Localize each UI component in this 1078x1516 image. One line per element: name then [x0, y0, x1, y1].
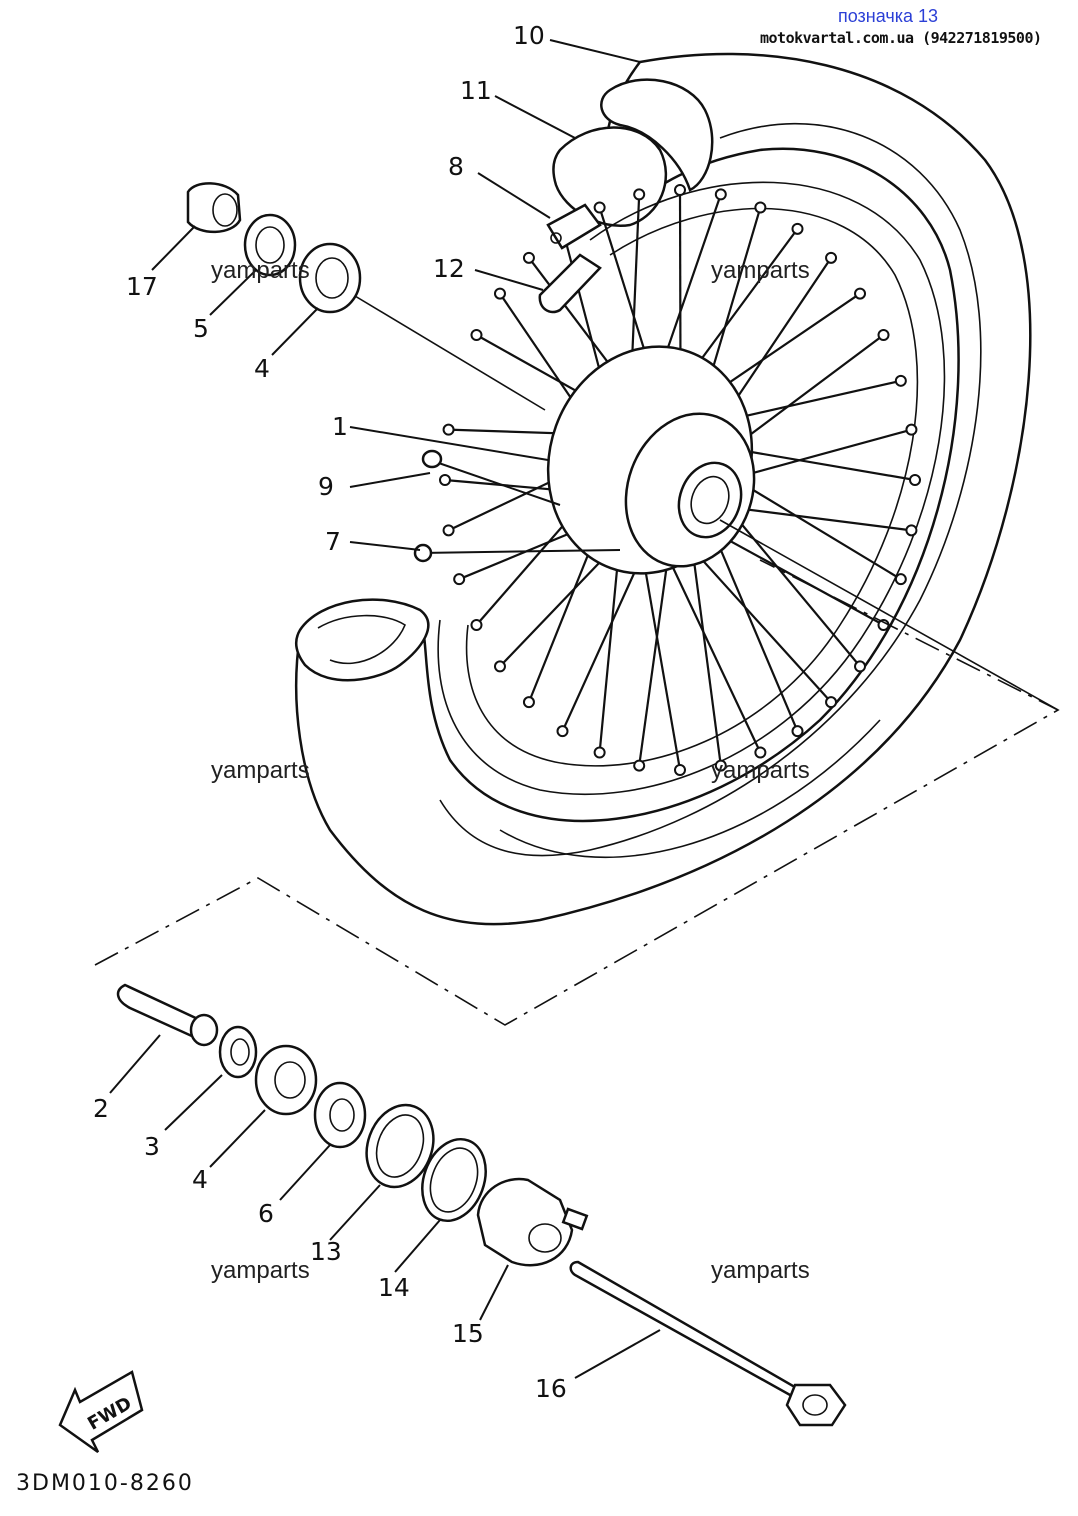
part-8-seal-ring [421, 1137, 487, 1223]
axle-centerline [719, 519, 1059, 711]
spoke-nipple [894, 374, 907, 387]
bearing-centerline [344, 289, 546, 411]
page-title: позначка 13 [838, 6, 939, 26]
spoke-nipple [714, 188, 727, 201]
spoke-nipple [754, 201, 767, 214]
callout-4-lower: 4 [192, 1165, 208, 1194]
callout-14: 12 [433, 254, 465, 283]
watermark: yamparts [211, 757, 310, 784]
spoke-nipple [493, 287, 506, 300]
callout-7: 13 [310, 1237, 342, 1266]
spoke-nipple [593, 201, 606, 214]
callout-9: 7 [325, 527, 341, 556]
part-15-meter-gear [476, 1177, 589, 1267]
spoke [638, 535, 682, 771]
diagram-code: 3DM010-8260 [16, 1471, 194, 1496]
spoke-nipple [493, 660, 506, 673]
spoke-nipple [442, 423, 455, 436]
spoke-nipple [470, 619, 483, 631]
spoke-nipple [854, 660, 867, 673]
callout-11: 9 [318, 472, 334, 501]
spoke-nipple [439, 474, 451, 486]
part-14-valve [538, 253, 602, 314]
callout-17: 17 [126, 272, 158, 301]
part-6-retainer [313, 1081, 367, 1149]
spoke-nipple [633, 188, 646, 201]
callout-16: 16 [535, 1374, 567, 1403]
part-17-collar [186, 182, 242, 234]
assembly-boundary [94, 559, 1060, 1026]
watermark: yamparts [711, 757, 810, 784]
spoke-nipple [674, 184, 686, 196]
spoke-nipple [522, 251, 535, 264]
callout-12: 10 [513, 21, 545, 50]
callout-4-upper: 4 [254, 354, 270, 383]
spoke-nipple [633, 759, 646, 772]
spoke-nipple [674, 764, 686, 776]
spoke [679, 535, 832, 703]
part-7-oil-seal [365, 1103, 435, 1189]
callout-numbers: 10 11 8 12 1 9 7 17 5 4 2 3 4 6 13 14 15… [93, 21, 567, 1403]
spoke [688, 530, 722, 766]
spoke-nipple [905, 423, 918, 436]
part-5-oil-seal [243, 213, 297, 277]
site-caption: motokvartal.com.ua (942271819500) [760, 29, 1042, 47]
spoke-nipple [442, 524, 455, 537]
spoke-nipple [556, 725, 569, 738]
callout-3: 3 [144, 1132, 160, 1161]
part-4-bearing-upper [298, 242, 362, 314]
spoke-nipple [909, 474, 921, 486]
callout-8: 14 [378, 1273, 410, 1302]
spoke-nipple [825, 696, 838, 709]
part-16-axle [569, 1260, 847, 1427]
spoke-nipple [754, 746, 767, 759]
part-10-rim-band [546, 203, 602, 250]
watermark: yamparts [211, 257, 310, 284]
spoke-nipple [894, 573, 907, 586]
spoke-nipple [453, 573, 466, 586]
watermark: yamparts [711, 257, 810, 284]
spoke [658, 539, 762, 753]
spoke-nipple [854, 287, 867, 300]
callout-13: 11 [460, 76, 492, 105]
tire [295, 52, 1032, 926]
part-11-spoke [421, 449, 561, 506]
spoke-nipple [905, 524, 918, 537]
callout-6: 6 [258, 1199, 274, 1228]
part-2-spacer [116, 983, 219, 1047]
part-3-spacer-flange [218, 1025, 258, 1079]
spoke-nipple [791, 222, 804, 235]
callout-2: 2 [93, 1094, 109, 1123]
leader-lines [109, 39, 661, 1379]
spoke-nipple [791, 725, 804, 738]
callout-1: 1 [332, 412, 348, 441]
spoke [638, 538, 672, 766]
fwd-arrow-icon: FWD [58, 1370, 144, 1454]
spoke-nipple [825, 251, 838, 264]
part-4-bearing-lower [254, 1044, 318, 1116]
callout-5: 5 [193, 314, 209, 343]
spoke-nipple [470, 329, 483, 341]
spoke-nipple [522, 696, 535, 709]
watermark: yamparts [711, 1257, 810, 1284]
spoke-nipple [714, 759, 727, 772]
callout-15: 15 [452, 1319, 484, 1348]
spokes [439, 184, 921, 776]
callout-10: 8 [448, 152, 464, 181]
watermark: yamparts [211, 1257, 310, 1284]
rim [437, 181, 946, 796]
spoke-nipple [593, 746, 606, 759]
spoke-nipple [877, 329, 890, 341]
hub [546, 345, 756, 575]
